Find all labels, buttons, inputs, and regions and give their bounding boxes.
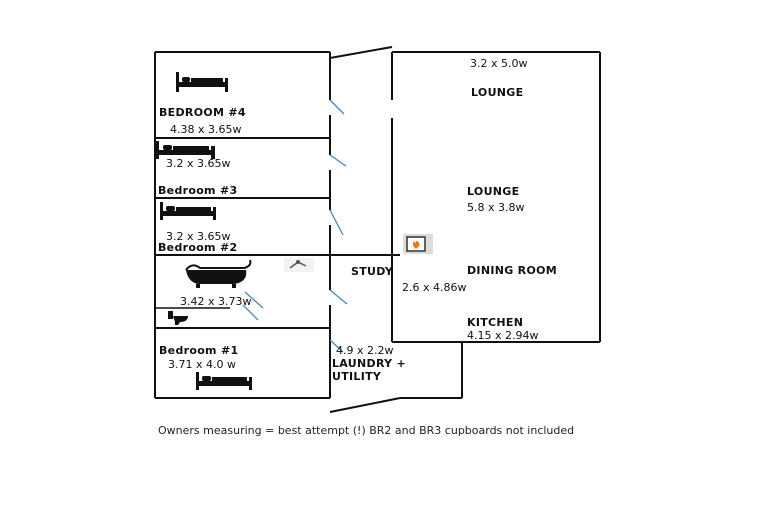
door-swing <box>329 339 344 353</box>
room-name-lounge-top: LOUNGE <box>471 86 524 99</box>
bathtub-icon <box>185 259 252 288</box>
bed-icon <box>196 372 252 390</box>
room-size-kitchen: 4.15 x 2.94w <box>467 329 539 342</box>
room-size-lounge: 5.8 x 3.8w <box>467 201 525 214</box>
room-name-study: STUDY <box>351 265 394 278</box>
room-size-bathroom: 3.42 x 3.73w <box>180 295 252 308</box>
door-swing <box>329 289 348 305</box>
fireplace-icon <box>403 234 433 254</box>
room-name-kitchen: KITCHEN <box>467 316 524 329</box>
room-name-bedroom-4: BEDROOM #4 <box>159 106 246 119</box>
wall <box>329 397 401 413</box>
wall <box>329 46 393 59</box>
room-size-lounge-top: 3.2 x 5.0w <box>470 57 528 70</box>
door-swing <box>329 99 345 115</box>
tap-icon <box>284 258 314 272</box>
door-swing <box>244 291 264 309</box>
bed-icon <box>160 202 216 220</box>
room-name-lounge: LOUNGE <box>467 185 520 198</box>
room-name-dining: DINING ROOM <box>467 264 558 277</box>
door-swing <box>242 304 259 321</box>
door-swing <box>329 209 344 236</box>
room-size-laundry: 4.9 x 2.2w <box>336 344 394 357</box>
door-swing <box>329 154 347 167</box>
room-name-bedroom-3: Bedroom #3 <box>158 184 238 197</box>
room-size-study: 2.6 x 4.86w <box>402 281 467 294</box>
bed-icon <box>176 72 228 92</box>
bed-icon <box>155 141 215 159</box>
room-size-bedroom-1: 3.71 x 4.0 w <box>168 358 236 371</box>
room-name-bedroom-1: Bedroom #1 <box>159 344 239 357</box>
room-size-bedroom-4: 4.38 x 3.65w <box>170 123 242 136</box>
room-name-laundry-line-1: LAUNDRY + <box>332 357 407 370</box>
room-name-bedroom-2: Bedroom #2 <box>158 241 238 254</box>
room-name-laundry-line-2: UTILITY <box>332 370 382 383</box>
room-size-bedroom-3: 3.2 x 3.65w <box>166 157 231 170</box>
plan-note: Owners measuring = best attempt (!) BR2 … <box>158 424 575 437</box>
toilet-icon <box>168 311 188 325</box>
room-size-bedroom-2: 3.2 x 3.65w <box>166 230 231 243</box>
